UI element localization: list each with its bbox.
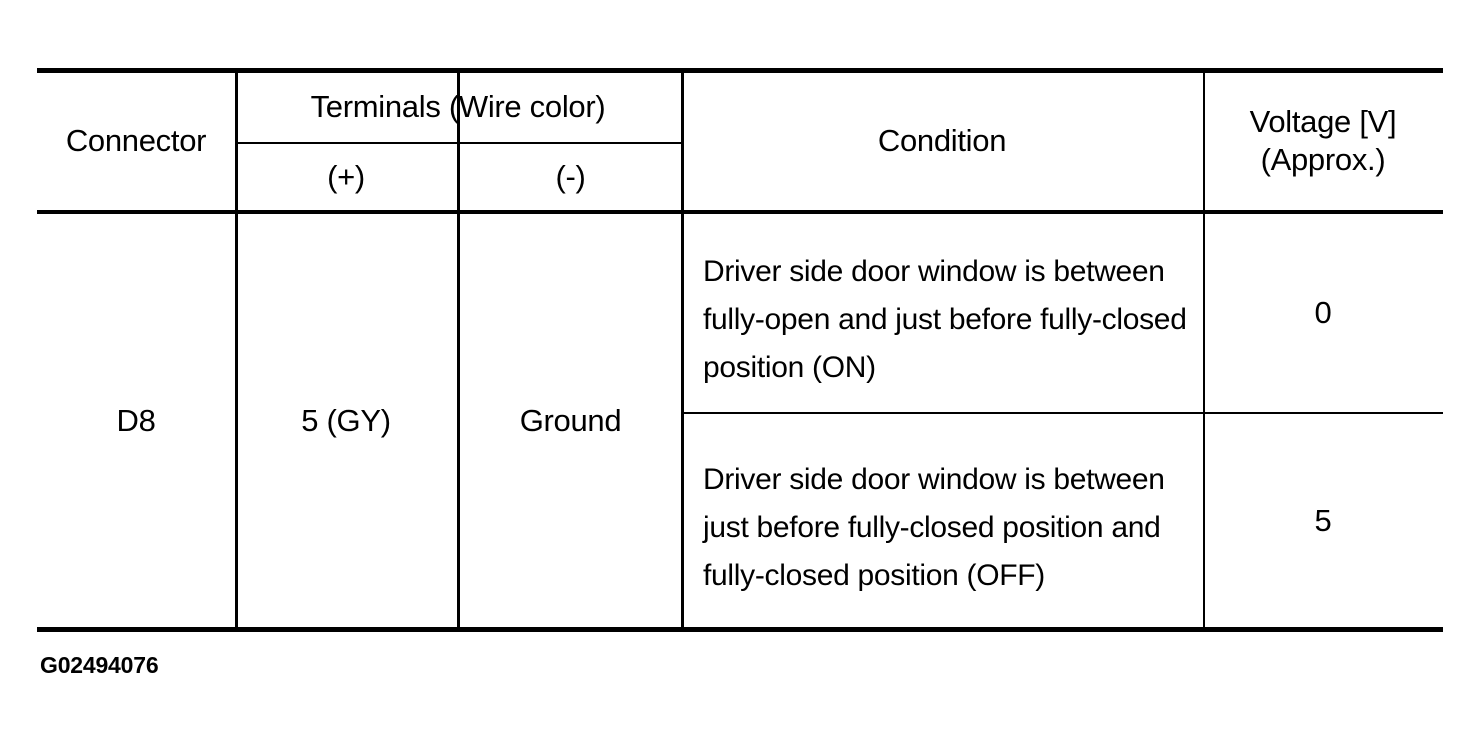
cell-terminal-positive: 5 (GY) [235,214,457,627]
cell-condition-row2: Driver side door window is between just … [681,414,1203,627]
column-divider-terminals-condition [681,68,684,627]
figure-caption: G02494076 [40,652,159,678]
condition-rows-divider-rule [681,412,1443,414]
header-voltage-label: Voltage [V] (Approx.) [1249,104,1397,177]
header-terminal-positive: (+) [235,144,457,210]
header-terminal-negative-label: (-) [555,159,586,195]
header-connector: Connector [37,72,235,210]
header-voltage: Voltage [V] (Approx.) [1203,72,1443,210]
header-connector-label: Connector [65,123,207,159]
header-terminals-group-label: Terminals (Wire color) [310,89,606,125]
cell-voltage-row2-value: 5 [1314,502,1332,538]
cell-connector-value: D8 [116,402,156,438]
cell-voltage-row1-value: 0 [1314,295,1332,331]
header-condition-label: Condition [877,123,1007,159]
column-divider-connector-terminals [235,68,238,627]
cell-terminal-positive-value: 5 (GY) [301,402,391,438]
voltage-table: Connector Terminals (Wire color) (+) (-)… [37,68,1443,632]
header-terminal-positive-label: (+) [327,159,365,195]
column-divider-condition-voltage [1203,68,1205,627]
cell-condition-row1-text: Driver side door window is between fully… [703,255,1187,384]
cell-condition-row2-text: Driver side door window is between just … [703,462,1165,592]
column-divider-plus-minus [457,68,460,627]
cell-voltage-row2: 5 [1203,414,1443,627]
cell-voltage-row1: 0 [1203,214,1443,412]
table-header-body-rule [37,210,1443,214]
cell-terminal-negative: Ground [460,214,681,627]
header-condition: Condition [681,72,1203,210]
table-top-rule [37,68,1443,73]
header-terminal-negative: (-) [460,144,681,210]
header-terminals-group: Terminals (Wire color) [235,72,681,142]
table-bottom-rule [37,627,1443,632]
table-row: D8 [37,214,235,627]
cell-condition-row1: Driver side door window is between fully… [681,214,1203,412]
cell-terminal-negative-value: Ground [519,402,622,438]
